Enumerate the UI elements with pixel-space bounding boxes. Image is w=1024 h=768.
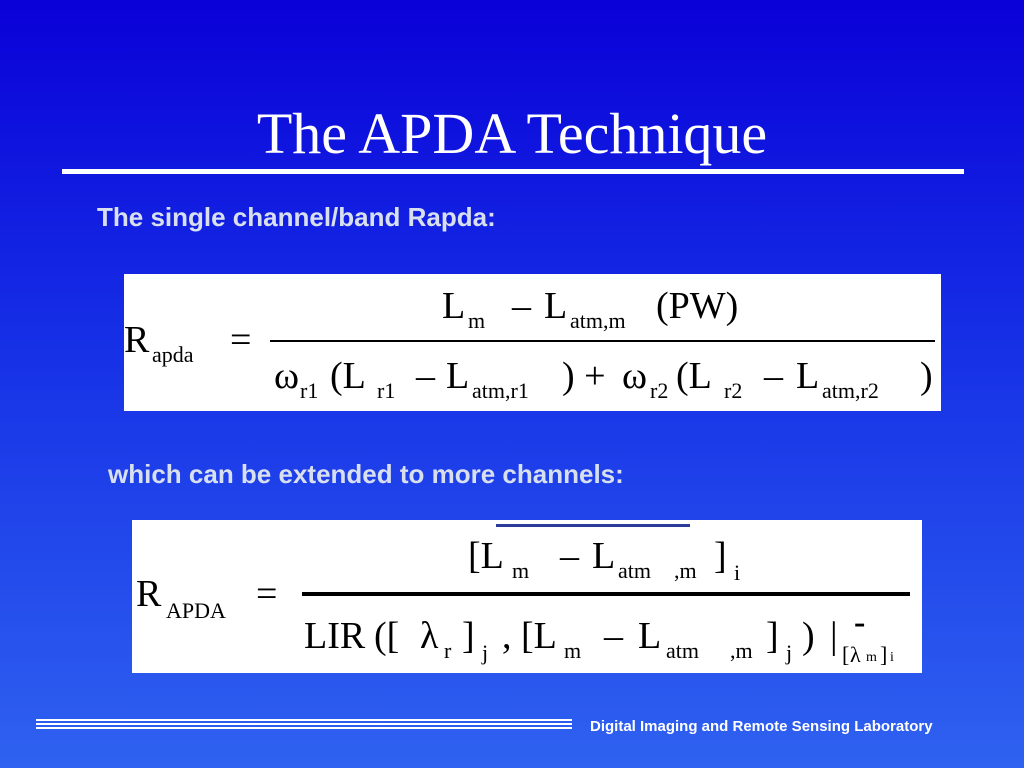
title-underline bbox=[62, 169, 964, 174]
footer-rules bbox=[36, 719, 572, 729]
eq2-num-L: L bbox=[592, 535, 616, 577]
eq2-den-lambda2: λ bbox=[850, 642, 861, 667]
eq2-num-minus: – bbox=[560, 535, 579, 577]
eq2-den-j2: j bbox=[786, 640, 793, 665]
eq1-equals: = bbox=[230, 319, 252, 361]
eq1-num-m: m bbox=[468, 308, 486, 333]
eq1-den-minus1: – bbox=[416, 355, 435, 397]
eq1-den-r1b: r1 bbox=[377, 378, 396, 403]
eq2-den-comma: , [L bbox=[502, 615, 557, 657]
eq1-num-atm: atm,m bbox=[570, 308, 626, 333]
eq2-den-m: m bbox=[564, 638, 582, 663]
eq2-num-i: i bbox=[734, 560, 741, 585]
eq1-den-omega2: ω bbox=[622, 355, 648, 397]
eq2-lhs-sub: APDA bbox=[166, 598, 226, 623]
equation-multi-channel: R APDA = [L m – L atm ,m ] i LIR ([ λ r … bbox=[132, 520, 922, 673]
equation-single-channel: R apda = L m – L atm,m (PW) ω r1 (L r1 –… bbox=[124, 274, 941, 411]
eq1-den-atm2: atm,r2 bbox=[822, 378, 879, 403]
eq1-den-L2: L bbox=[796, 355, 820, 397]
eq2-num-atm: atm bbox=[618, 558, 651, 583]
slide-title: The APDA Technique bbox=[256, 101, 768, 166]
eq2-den-br-close: ] bbox=[880, 642, 888, 667]
eq1-fraction-bar bbox=[270, 340, 935, 342]
subtitle-single-channel: The single channel/band Rapda: bbox=[97, 202, 496, 232]
eq1-den-L1: L bbox=[446, 355, 470, 397]
eq2-den-lambda: λ bbox=[420, 615, 439, 657]
eq2-den-m2: ,m bbox=[730, 638, 753, 663]
eq2-den-bar: | bbox=[830, 615, 838, 657]
eq1-lhs-R: R bbox=[124, 319, 150, 361]
eq1-num-pw: (PW) bbox=[656, 285, 739, 327]
eq2-den-m3: m bbox=[866, 650, 877, 665]
eq2-den-j1: j bbox=[482, 640, 489, 665]
eq1-den-open1: (L bbox=[330, 355, 366, 397]
eq2-den-lir: LIR bbox=[304, 615, 366, 657]
eq2-den-dash: - bbox=[854, 604, 866, 641]
eq1-den-minus2: – bbox=[764, 355, 783, 397]
eq2-num-close: ] bbox=[714, 535, 727, 577]
eq1-den-close2: ) bbox=[920, 355, 933, 397]
eq1-den-r2: r2 bbox=[650, 378, 669, 403]
eq1-den-open2: (L bbox=[676, 355, 712, 397]
eq1-den-close-plus: ) + bbox=[562, 355, 606, 397]
eq1-num-L1: L bbox=[442, 285, 466, 327]
eq2-lhs-R: R bbox=[136, 573, 162, 615]
eq2-den-r: r bbox=[444, 638, 452, 663]
eq2-num-m2: ,m bbox=[674, 558, 697, 583]
eq2-den-close3: ) bbox=[802, 615, 815, 657]
eq2-num-open: [L bbox=[468, 535, 504, 577]
eq2-num-m: m bbox=[512, 558, 530, 583]
eq2-den-i: i bbox=[890, 650, 894, 665]
eq1-den-r2b: r2 bbox=[724, 378, 743, 403]
eq1-den-omega1: ω bbox=[274, 355, 300, 397]
eq1-den-r1: r1 bbox=[300, 378, 319, 403]
eq2-den-minus: – bbox=[604, 615, 623, 657]
eq1-den-atm1: atm,r1 bbox=[472, 378, 529, 403]
eq1-num-L2: L bbox=[544, 285, 568, 327]
eq2-den-close2: ] bbox=[766, 615, 779, 657]
eq2-den-open: ([ bbox=[374, 615, 400, 657]
footer-lab-name: Digital Imaging and Remote Sensing Labor… bbox=[590, 718, 933, 735]
eq2-fraction-bar bbox=[302, 592, 910, 596]
subtitle-more-channels: which can be extended to more channels: bbox=[108, 459, 624, 489]
eq2-equals: = bbox=[256, 573, 278, 615]
eq2-den-L: L bbox=[638, 615, 662, 657]
eq2-den-close1: ] bbox=[462, 615, 475, 657]
eq1-num-minus: – bbox=[512, 285, 531, 327]
eq1-lhs-sub: apda bbox=[152, 342, 194, 367]
eq2-den-atm: atm bbox=[666, 638, 699, 663]
eq2-den-br-open: [ bbox=[842, 642, 850, 667]
eq2-overline bbox=[496, 524, 690, 527]
